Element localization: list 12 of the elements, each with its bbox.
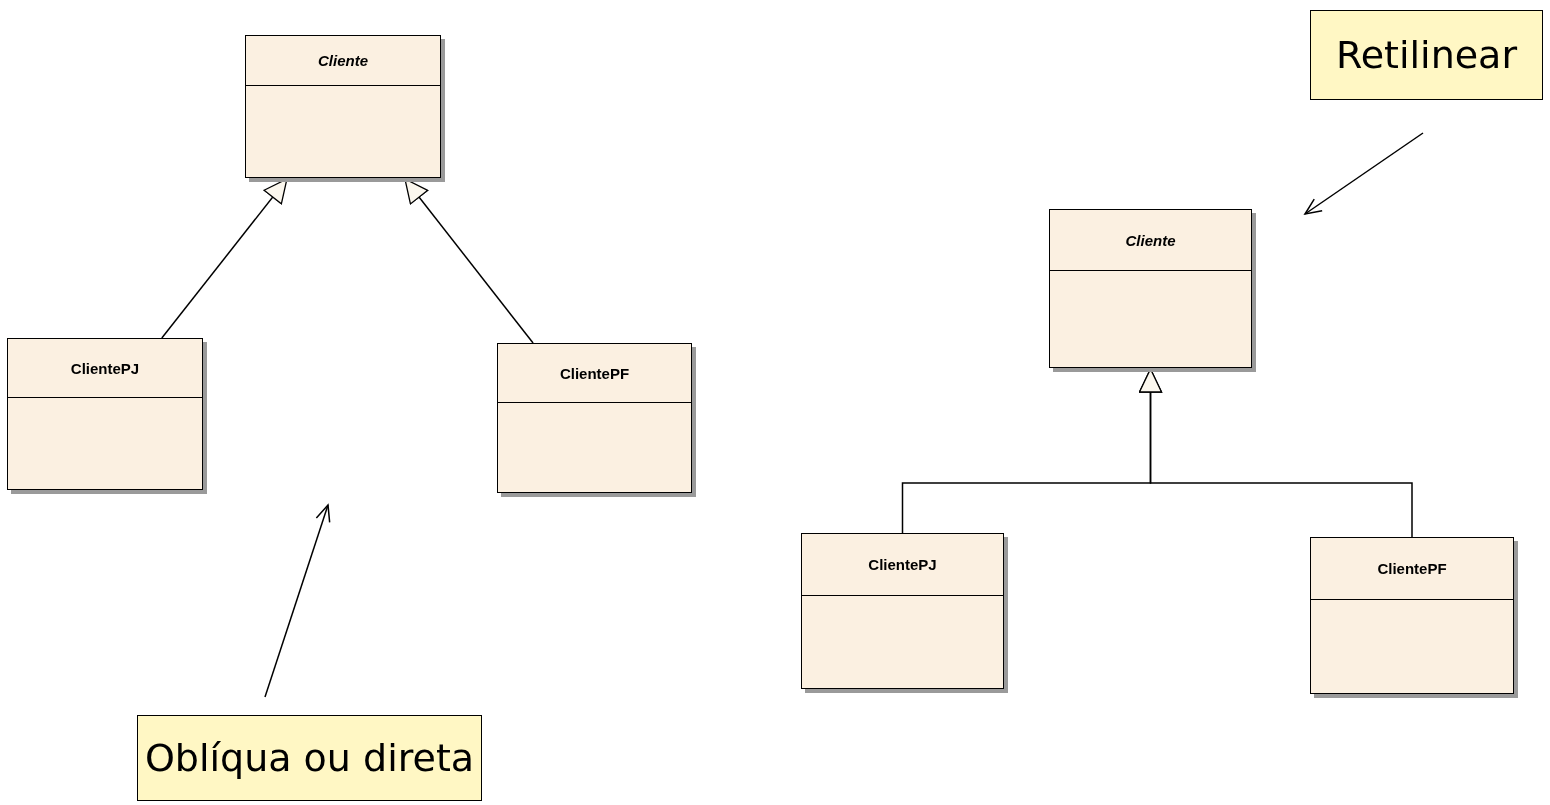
- class-name: ClientePF: [559, 364, 630, 382]
- class-name: ClientePJ: [868, 556, 937, 573]
- class-name: Cliente: [1125, 231, 1176, 249]
- callout-box: [1310, 10, 1543, 100]
- class-name: ClientePJ: [70, 359, 140, 377]
- callout-text: Oblíqua ou direta: [144, 736, 475, 780]
- class-name: ClientePF: [1377, 560, 1447, 577]
- callout-box: [137, 715, 482, 801]
- leader-arrow: [264, 504, 331, 698]
- class-name: Cliente: [318, 52, 368, 69]
- callout-text: Retilinear: [1336, 33, 1517, 77]
- leader-arrow: [1304, 132, 1424, 215]
